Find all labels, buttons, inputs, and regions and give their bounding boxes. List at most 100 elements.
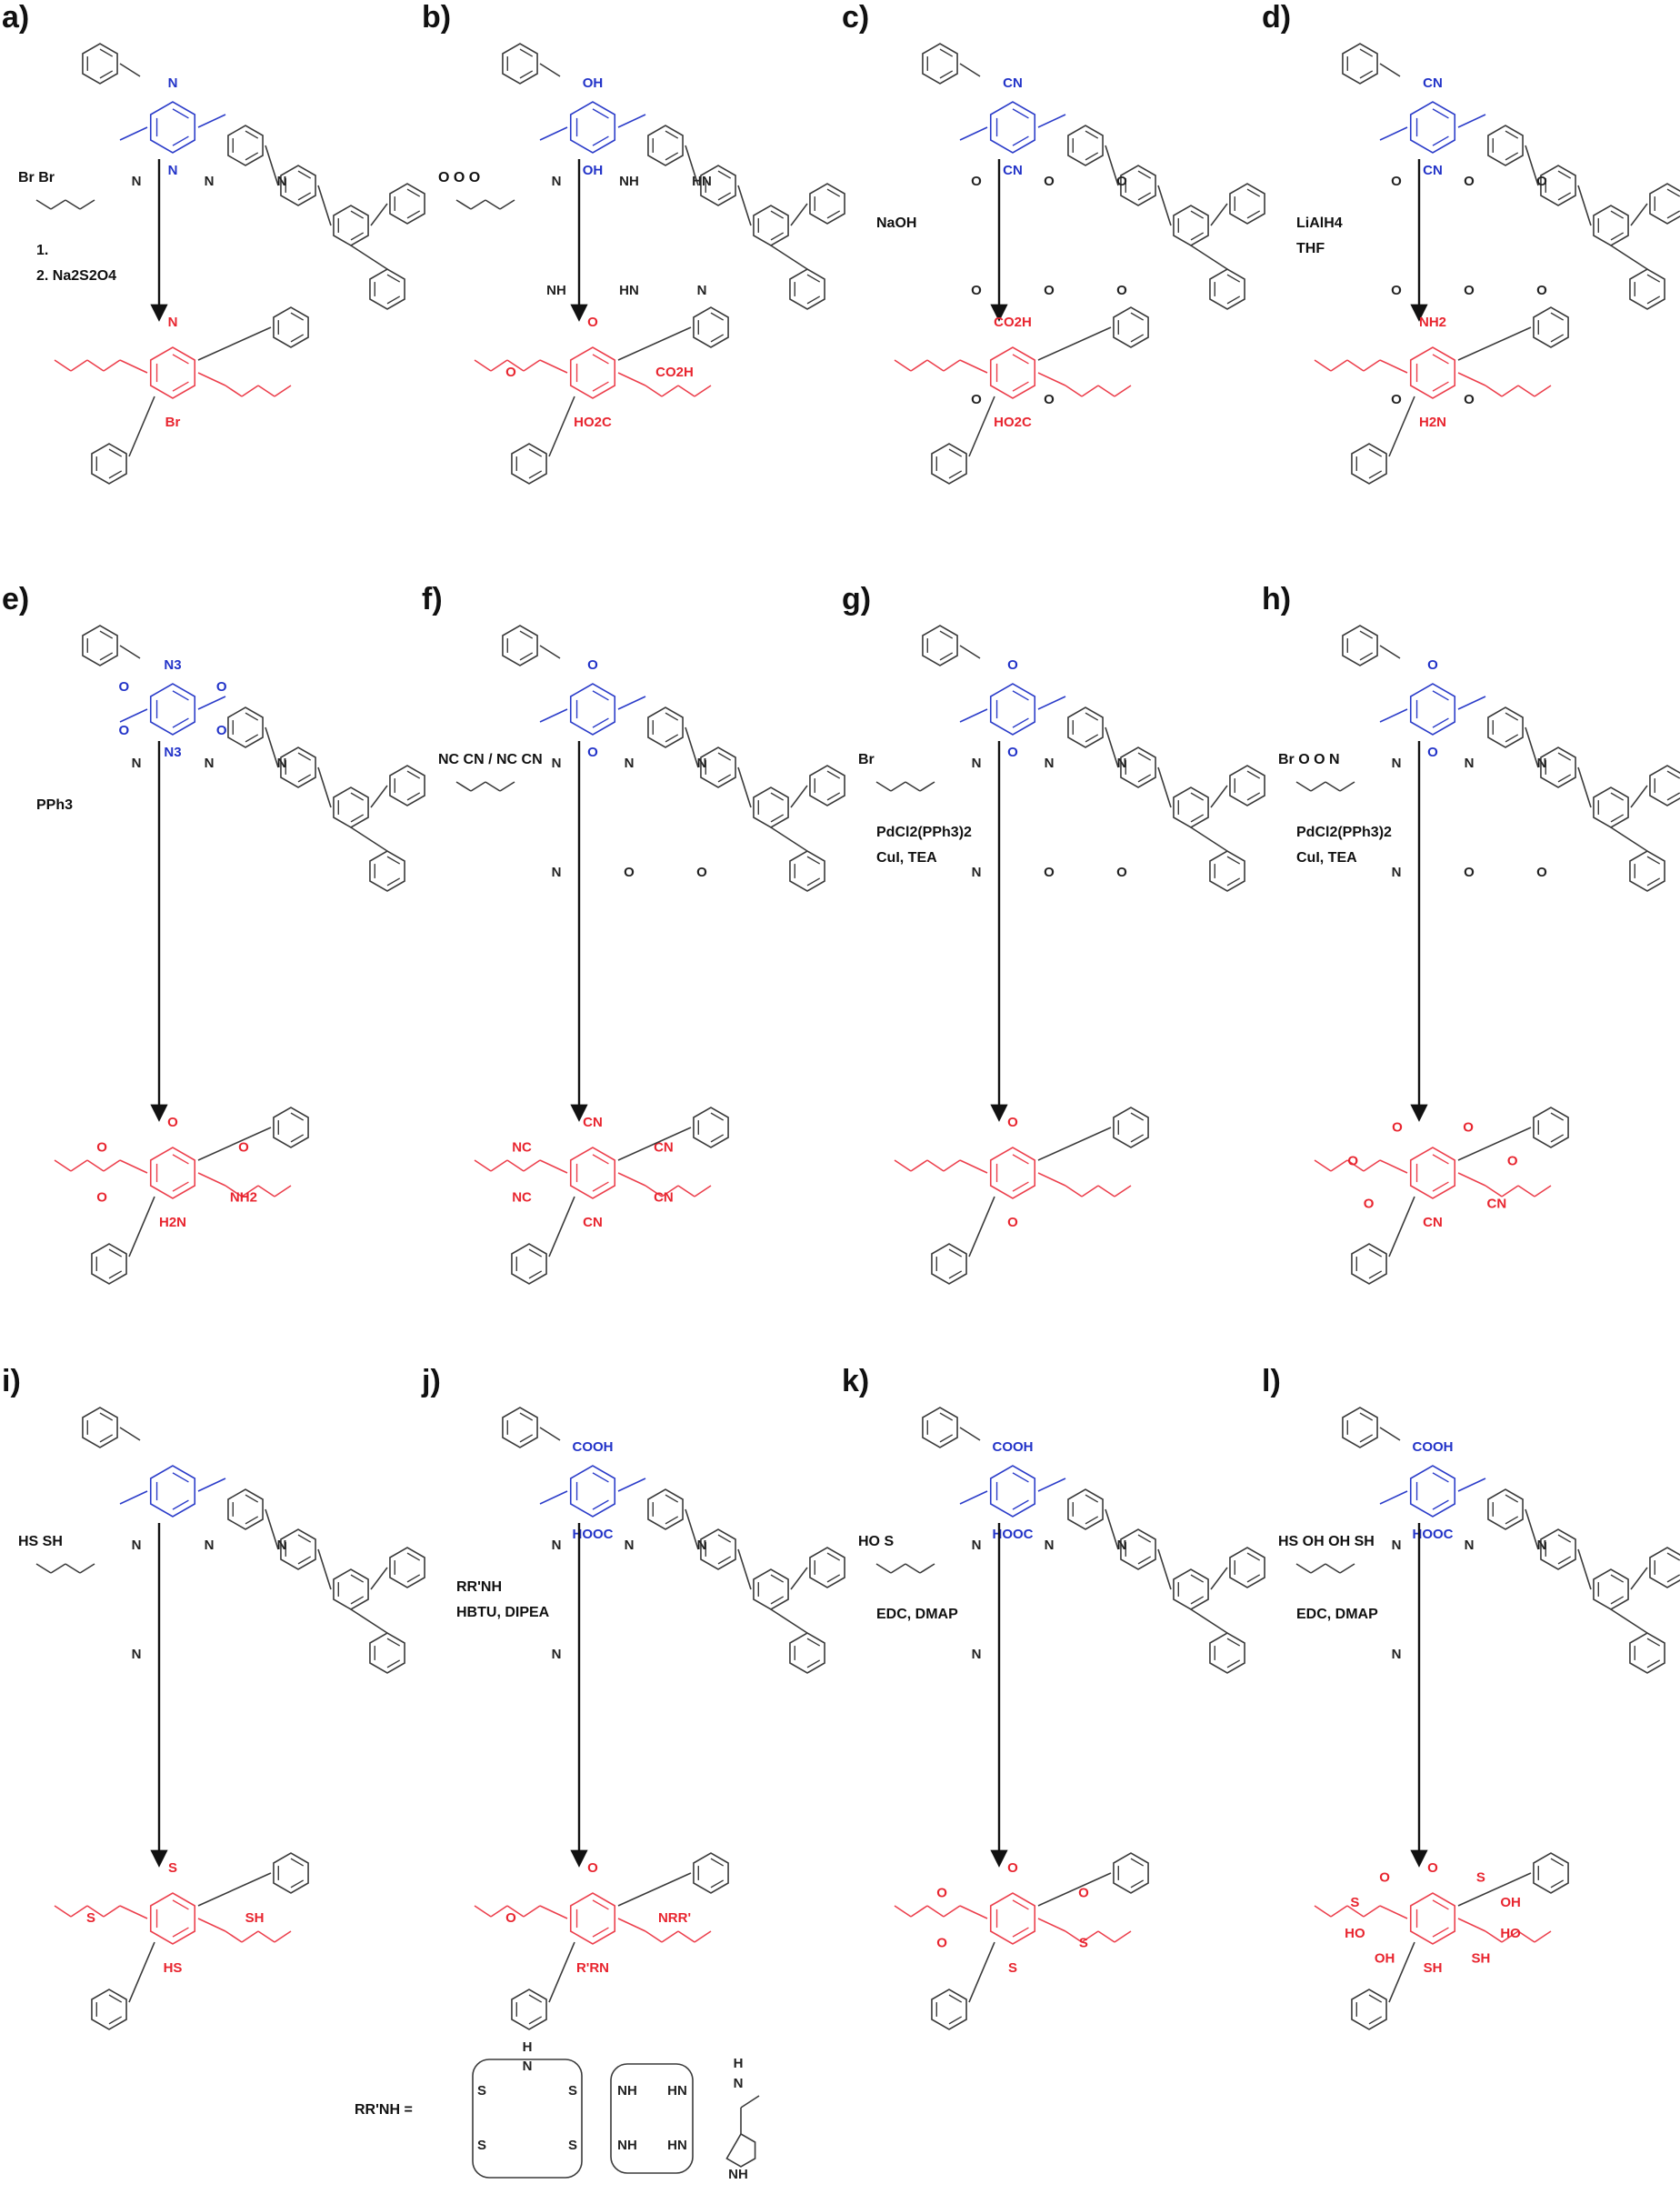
framework-phenyl-ring	[1067, 125, 1104, 166]
substituent-bond	[959, 1490, 988, 1505]
framework-phenyl-ring	[280, 165, 316, 206]
framework-atom-label: N	[552, 756, 562, 771]
double-bond	[717, 774, 732, 783]
alkyl-chain	[894, 359, 912, 372]
linker-phenyl-ring	[1342, 625, 1378, 666]
bond	[350, 245, 388, 270]
reagent-text: EDC, DMAP	[1296, 1607, 1378, 1622]
framework-continuation	[311, 315, 333, 327]
rrnh-label: RR'NH =	[355, 2102, 413, 2118]
linker-phenyl-ring	[1351, 1989, 1387, 2030]
alkyl-chain	[86, 359, 105, 372]
framework-atom-label: N	[1537, 756, 1547, 771]
framework-atom-label: N	[1465, 1538, 1475, 1553]
reactive-unit-ring	[149, 101, 196, 154]
reagent-structure-atoms: HS OH OH SH	[1278, 1534, 1375, 1549]
alkyl-chain	[225, 1930, 243, 1943]
framework-phenyl-ring	[389, 1547, 425, 1588]
alkyl-chain	[1363, 359, 1381, 372]
framework-continuation	[731, 1860, 753, 1873]
double-bond	[806, 296, 821, 305]
reagent-molecule: HS SH	[18, 1534, 95, 1574]
alkyl-chain	[1517, 385, 1535, 397]
framework-atom-label: N	[972, 865, 982, 880]
double-bond	[172, 1154, 189, 1165]
substituent-bond	[539, 1490, 568, 1505]
after-group-label: CN	[583, 1215, 603, 1230]
bond	[1525, 145, 1539, 186]
double-bond	[1505, 734, 1519, 743]
alkyl-chain	[1114, 385, 1132, 397]
bond	[197, 326, 272, 361]
double-bond	[386, 877, 401, 887]
alkyl-chain	[474, 1159, 492, 1172]
framework-continuation	[1267, 1558, 1291, 1568]
framework-continuation	[50, 47, 80, 64]
alkyl-chain	[103, 359, 121, 372]
imine-bond	[1379, 1427, 1401, 1441]
after-group-label: CO2H	[655, 365, 694, 380]
pendant-bond	[617, 1172, 646, 1187]
framework-continuation	[482, 464, 509, 476]
pendant-bond	[617, 372, 646, 386]
alkyl-chain	[1534, 385, 1552, 397]
double-bond	[1646, 1638, 1661, 1647]
framework-phenyl-ring	[280, 746, 316, 788]
after-group-label: O	[96, 1189, 107, 1205]
before-group-label: CN	[1003, 75, 1023, 91]
pendant-bond	[1379, 359, 1408, 374]
after-group-label: OH	[1500, 1895, 1521, 1910]
framework-atom-label: N	[132, 756, 142, 771]
alkyl-chain	[926, 1905, 945, 1918]
double-bond	[665, 734, 679, 743]
alkyl-chain	[1330, 1159, 1348, 1172]
double-bond	[939, 70, 954, 79]
alkyl-chain	[1310, 781, 1326, 792]
after-group-label: S	[1476, 1869, 1485, 1885]
imine-bond	[539, 63, 561, 77]
imine-bond	[128, 1941, 155, 2003]
framework-atom-label: N	[1537, 1538, 1547, 1553]
double-bond	[406, 792, 421, 801]
imine-bond	[1379, 63, 1401, 77]
bond	[370, 1567, 388, 1590]
reagent-text: CuI, TEA	[876, 850, 937, 866]
reagent-text: LiAlH4	[1296, 215, 1343, 231]
bond	[1157, 766, 1172, 808]
double-bond	[1646, 274, 1661, 283]
alkyl-chain	[890, 1563, 906, 1574]
framework-phenyl-ring	[1229, 183, 1265, 225]
double-bond	[172, 108, 189, 119]
bond	[1157, 1548, 1172, 1590]
framework-phenyl-ring	[389, 765, 425, 806]
double-bond	[1432, 1181, 1449, 1192]
macrocycle-atom-label: NH	[728, 2167, 748, 2182]
bond	[685, 1508, 699, 1550]
bond	[1610, 1608, 1648, 1634]
double-bond	[1137, 1534, 1152, 1543]
framework-continuation	[50, 1411, 80, 1428]
framework-continuation	[890, 1411, 920, 1428]
framework-phenyl-ring	[1533, 306, 1569, 348]
tetraaza-macrocycle	[610, 2063, 694, 2174]
double-bond	[939, 48, 954, 57]
double-bond	[1557, 170, 1572, 179]
double-bond	[1190, 1574, 1205, 1583]
framework-atom-label: N	[1392, 1538, 1402, 1553]
double-bond	[386, 274, 401, 283]
double-bond	[1130, 1858, 1145, 1867]
double-bond	[717, 192, 732, 201]
double-bond	[350, 210, 365, 219]
pendant-bond	[197, 1172, 226, 1187]
macrocycle-atom-label: S	[568, 2138, 577, 2153]
macrocycle-atom-label: N	[734, 2076, 744, 2091]
linker-phenyl-ring	[922, 625, 958, 666]
after-group-label: O	[1078, 1885, 1089, 1900]
before-group-label: HOOC	[1413, 1527, 1454, 1542]
framework-continuation	[470, 629, 500, 646]
double-bond	[1368, 448, 1383, 457]
framework-phenyl-ring	[369, 850, 405, 892]
alkyl-chain	[490, 359, 508, 372]
alkyl-chain	[35, 199, 52, 210]
